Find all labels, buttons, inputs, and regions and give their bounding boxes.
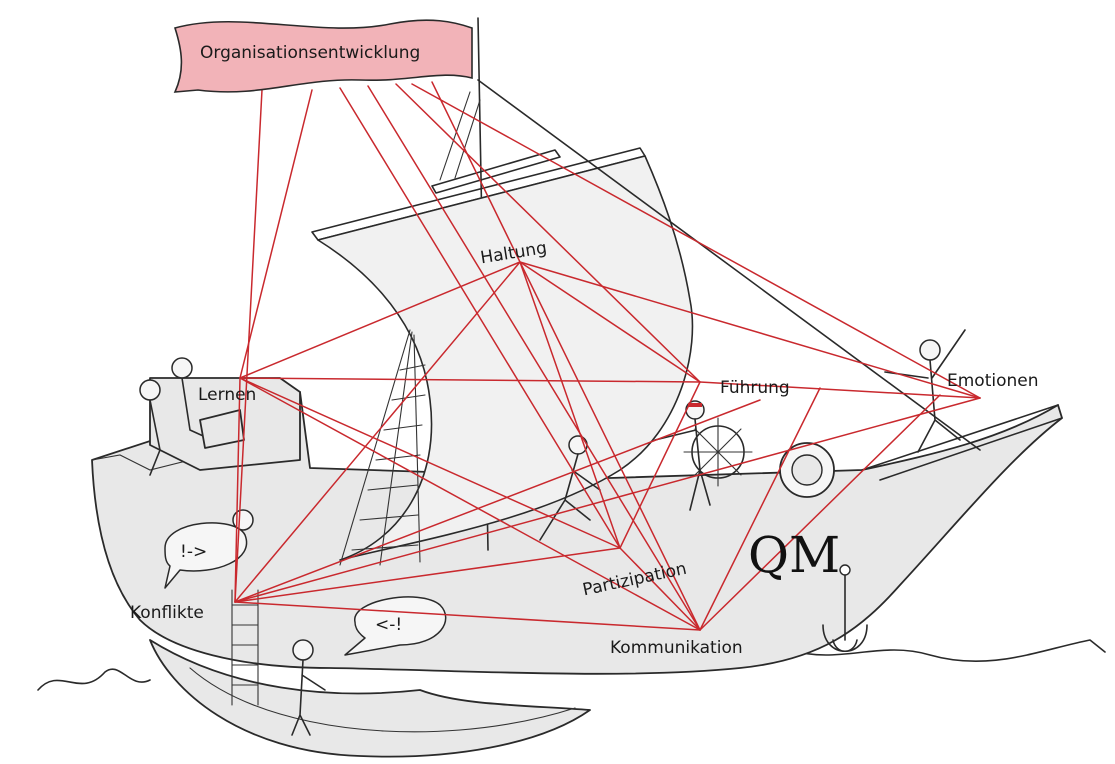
connection-haltung-partizipation bbox=[519, 261, 621, 549]
speech-bubble-left bbox=[164, 522, 248, 589]
anchor-ring bbox=[839, 564, 851, 576]
connection-lernen-konflikte bbox=[234, 377, 241, 603]
connection-organisationsentwicklung-fuehrung bbox=[395, 83, 701, 383]
label-fuehrung: Führung bbox=[720, 378, 790, 398]
label-kommunikation: Kommunikation bbox=[610, 638, 743, 658]
anchor-icon bbox=[822, 574, 868, 653]
connection-konflikte-kommunikation bbox=[234, 601, 701, 631]
forestay bbox=[477, 79, 981, 451]
connection-lernen-fuehrung bbox=[239, 377, 701, 383]
rowing-boat bbox=[149, 639, 591, 758]
connection-organisationsentwicklung-lernen bbox=[239, 89, 313, 379]
label-emotionen: Emotionen bbox=[947, 371, 1039, 391]
person-emotionen bbox=[884, 329, 966, 453]
connection-lines bbox=[234, 81, 981, 631]
connection-organisationsentwicklung-haltung bbox=[431, 81, 521, 263]
speech-bubble-right bbox=[344, 596, 447, 656]
lifebuoy-inner bbox=[791, 454, 823, 486]
connection-fuehrung-kommunikation bbox=[699, 387, 821, 631]
rowing-boat-inner bbox=[189, 667, 576, 733]
flag-label: Organisationsentwicklung bbox=[200, 43, 420, 63]
connection-emotionen-kommunikation bbox=[699, 394, 941, 631]
connection-fuehrung-emotionen bbox=[699, 381, 981, 399]
upper-yard bbox=[431, 149, 561, 194]
connection-organisationsentwicklung-kommunikation bbox=[367, 85, 701, 631]
qm-mark: QM bbox=[748, 526, 840, 584]
person-ladder bbox=[232, 509, 254, 531]
connection-lernen-partizipation bbox=[239, 377, 621, 549]
connection-fuehrung-partizipation bbox=[619, 381, 701, 549]
speech-bubble-right-text: <-! bbox=[375, 615, 402, 635]
connection-organisationsentwicklung-emotionen bbox=[411, 83, 981, 399]
label-lernen: Lernen bbox=[198, 385, 256, 405]
hull-ladder bbox=[231, 589, 259, 706]
topstay bbox=[454, 99, 481, 179]
connection-emotionen-konflikte bbox=[234, 397, 981, 603]
connection-haltung-fuehrung bbox=[519, 261, 701, 383]
connection-partizipation-konflikte bbox=[234, 547, 621, 603]
ship-hull bbox=[91, 391, 1063, 675]
flag bbox=[173, 19, 473, 93]
connection-fuehrung-konflikte bbox=[234, 399, 761, 603]
connection-lernen-kommunikation bbox=[239, 377, 701, 631]
label-konflikte: Konflikte bbox=[130, 603, 204, 623]
helm-spokes bbox=[683, 417, 753, 487]
bowsprit bbox=[861, 404, 1063, 481]
topstay-2 bbox=[439, 91, 471, 181]
connection-haltung-lernen bbox=[239, 261, 521, 379]
connection-partizipation-kommunikation bbox=[619, 547, 701, 631]
connection-haltung-emotionen bbox=[519, 261, 981, 399]
speech-bubble-left-text: !-> bbox=[180, 542, 207, 562]
connection-haltung-konflikte bbox=[234, 261, 521, 603]
people-cabin bbox=[139, 357, 245, 476]
person-rowboat bbox=[291, 639, 326, 736]
connection-haltung-kommunikation bbox=[519, 261, 701, 631]
